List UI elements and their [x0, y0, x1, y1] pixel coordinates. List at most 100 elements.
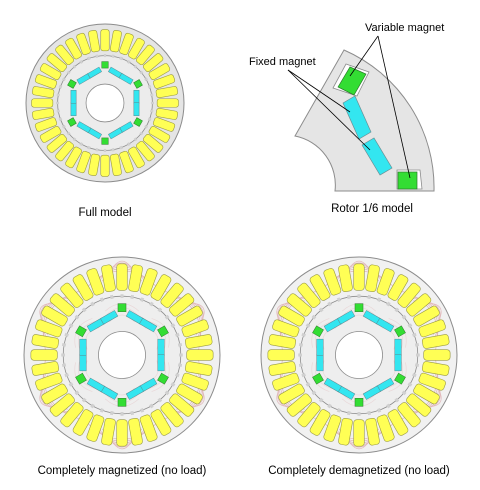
coil	[46, 133, 68, 153]
coil	[32, 107, 55, 120]
fixed-magnet	[157, 338, 165, 356]
coil	[418, 372, 446, 391]
variable-magnet	[67, 79, 77, 89]
coil	[186, 349, 214, 361]
stator-coils	[30, 263, 214, 447]
coil	[297, 282, 321, 308]
variable-magnet	[394, 325, 406, 338]
coil	[353, 419, 365, 447]
fixed-magnet-callout: Fixed magnet	[249, 56, 316, 68]
fixed-magnets	[342, 95, 393, 176]
variable-magnet	[117, 303, 127, 312]
coil	[387, 274, 409, 301]
variable-magnet	[157, 325, 169, 338]
coil	[338, 417, 353, 446]
coil	[353, 263, 365, 291]
fixed-magnet	[316, 338, 324, 356]
coil	[155, 86, 178, 99]
rotor-magnets	[312, 303, 406, 407]
coil	[286, 393, 312, 417]
coil	[128, 417, 143, 446]
fixed-magnet	[394, 338, 402, 356]
demagnetized-caption: Completely demagnetized (no load)	[268, 465, 450, 477]
fixed-magnet	[87, 66, 102, 79]
coil	[181, 319, 209, 338]
coil	[406, 293, 432, 317]
variable-magnet	[312, 325, 324, 338]
magnetized-motor	[23, 256, 221, 454]
full-model-caption: Full model	[78, 207, 131, 219]
coil	[156, 98, 179, 108]
coil	[65, 146, 82, 169]
fixed-magnet	[79, 338, 87, 356]
coil	[101, 417, 116, 446]
rotor-rim-notches	[61, 294, 183, 416]
coil	[39, 126, 62, 143]
fixed-magnet	[323, 377, 342, 393]
coil	[100, 154, 110, 177]
variable-magnet	[67, 117, 77, 127]
coil	[376, 414, 395, 442]
coil	[41, 305, 68, 327]
coil	[150, 274, 172, 301]
rotor-rim-notches	[56, 54, 154, 152]
coil	[169, 393, 195, 417]
coil	[55, 140, 75, 162]
variable-magnet	[312, 372, 324, 385]
variable-magnets	[337, 66, 418, 190]
coil	[35, 319, 63, 338]
coil	[101, 264, 116, 293]
coil	[31, 334, 60, 349]
rotor-rim-notches	[298, 294, 420, 416]
rotor-model-caption: Rotor 1/6 model	[331, 203, 413, 215]
coil	[272, 319, 300, 338]
fixed-magnet	[362, 385, 381, 400]
coil	[31, 361, 60, 376]
callout-leaders	[287, 35, 411, 179]
coil	[278, 305, 305, 327]
coil	[60, 402, 84, 428]
coil	[100, 29, 110, 52]
coil	[39, 63, 62, 80]
coil	[376, 268, 395, 296]
coil	[148, 126, 171, 143]
fixed-magnet	[394, 354, 402, 372]
coil	[142, 133, 164, 153]
coil	[176, 305, 203, 327]
coil	[31, 98, 54, 108]
demagnetized-motor	[260, 256, 458, 454]
coil	[268, 361, 297, 376]
coil	[34, 74, 58, 89]
fixed-magnet	[79, 354, 87, 372]
coil	[128, 146, 145, 169]
coil	[139, 268, 158, 296]
coil	[139, 414, 158, 442]
magnetized-caption: Completely magnetized (no load)	[38, 465, 207, 477]
variable-magnet	[117, 398, 127, 407]
coil	[268, 334, 297, 349]
coil	[30, 349, 58, 361]
fixed-magnet	[100, 310, 119, 325]
coil	[65, 37, 82, 60]
coil	[397, 282, 421, 308]
coil	[119, 150, 134, 174]
coil	[155, 107, 178, 120]
coil	[323, 268, 342, 296]
coil	[184, 334, 213, 349]
coil	[86, 268, 105, 296]
fixed-magnet	[133, 89, 140, 104]
variable-magnet-callout: Variable magnet	[365, 22, 444, 34]
coil	[119, 32, 134, 56]
variable-magnet	[101, 137, 109, 145]
coil	[72, 274, 94, 301]
fixed-magnet	[70, 89, 77, 104]
variable-magnet	[157, 372, 169, 385]
variable-magnet	[354, 398, 364, 407]
coil	[88, 30, 101, 53]
coil	[160, 282, 184, 308]
coil	[142, 53, 164, 73]
coil	[46, 53, 68, 73]
coil	[88, 153, 101, 176]
coil	[413, 383, 440, 405]
coil	[387, 409, 409, 436]
